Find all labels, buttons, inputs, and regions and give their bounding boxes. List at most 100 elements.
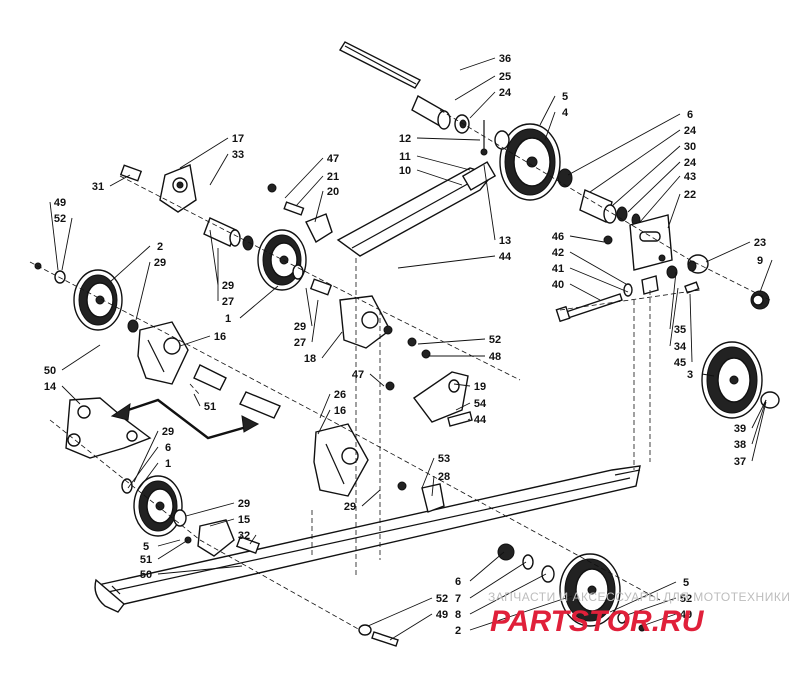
spacer-29-mid [309,278,333,296]
callout-label: 50 [44,365,56,377]
callout-label: 19 [474,381,486,393]
leader-line [569,235,605,243]
idler-wheel-right [701,341,780,419]
bracket-15 [173,509,261,557]
callout-label: 32 [238,530,250,542]
callout-label: 52 [436,593,448,605]
idler-wheel-1-upper [257,229,307,291]
idler-wheel-1-lower [121,475,183,537]
callout-label: 6 [455,576,461,588]
callout-label: 46 [552,231,564,243]
callout-label: 20 [327,186,339,198]
idler-wheel-2-left [34,262,139,333]
leader-line [157,539,189,560]
leader-line [569,267,629,293]
watermark-brand: PARTSTOR.RU [490,605,705,638]
leader-line [179,137,229,169]
leader-line [319,393,331,419]
callout-label: 10 [399,165,411,177]
cap-9 [750,290,770,310]
leader-line [239,285,279,319]
leader-line [469,551,505,582]
leader-line [209,518,235,527]
leader-line [109,174,131,187]
leader-line [623,597,677,617]
nut-46 [603,235,613,245]
callout-label: 52 [489,334,501,346]
leader-line [157,539,181,547]
leader-line [667,193,681,229]
callout-label: 13 [499,235,511,247]
callout-label: 51 [140,554,152,566]
leader-line [361,489,381,507]
leader-line [467,418,471,421]
bushing-24 [454,114,470,134]
leader-line [431,475,435,497]
leader-line [641,613,677,627]
leader-line [469,561,527,599]
callout-label: 5 [143,541,149,553]
callout-label: 2 [157,241,163,253]
callout-label: 49 [680,609,692,621]
leader-line [469,595,573,631]
leader-line [421,457,435,489]
callout-label: 38 [734,439,746,451]
leader-line [61,344,101,371]
leader-line [417,338,486,345]
idler-wheel-upper [494,123,561,201]
spacer-27-upper [203,217,254,251]
leader-line [469,573,547,615]
callout-label: 36 [499,53,511,65]
leader-line [751,399,767,429]
callout-label: 21 [327,171,339,183]
callout-label: 37 [734,456,746,468]
leader-line [751,399,767,445]
leader-line [369,373,385,387]
leader-line [295,175,324,207]
callout-label: 45 [674,357,686,369]
upper-shaft [339,41,421,89]
callout-label: 29 [344,501,356,513]
callout-label: 40 [552,279,564,291]
leader-line [109,245,151,283]
callout-label: 51 [204,401,216,413]
leader-line [61,217,73,271]
callout-label: 28 [438,471,450,483]
leader-line [249,534,257,545]
leader-line [669,287,679,347]
leader-line [589,129,681,193]
callout-label: 44 [499,251,512,263]
assembly-axes [29,109,771,631]
leader-line [157,565,243,575]
callout-label: 29 [294,321,306,333]
callout-label: 35 [674,324,686,336]
callout-label: 16 [214,331,226,343]
leader-line [455,402,471,411]
leader-line [416,155,471,171]
leader-line [469,91,496,119]
leader-lines [49,57,773,641]
callout-label: 41 [552,263,564,275]
arm-bracket-16-left [137,321,189,385]
leader-line [751,401,767,462]
callout-label: 31 [92,181,104,193]
leader-line [569,251,627,285]
arm-bracket-16-center [313,423,369,497]
callout-label: 24 [499,87,512,99]
callout-label: 24 [684,125,697,137]
leader-line [311,299,319,343]
callout-label: 47 [352,369,364,381]
callout-label: 27 [294,337,306,349]
idler-wheel-2-lower [497,543,646,632]
pin-21 [267,183,305,216]
leader-line [127,446,159,489]
watermark-tagline: ЗАПЧАСТИ И АКСЕССУАРЫ ДЛЯ МОТОТЕХНИКИ [488,590,790,604]
bracket-18 [339,295,431,359]
block-20 [305,213,333,244]
callout-label: 30 [684,141,696,153]
callout-label: 9 [757,255,763,267]
leader-line [611,145,681,207]
bracket-19 [385,371,473,427]
callout-label: 52 [680,593,692,605]
